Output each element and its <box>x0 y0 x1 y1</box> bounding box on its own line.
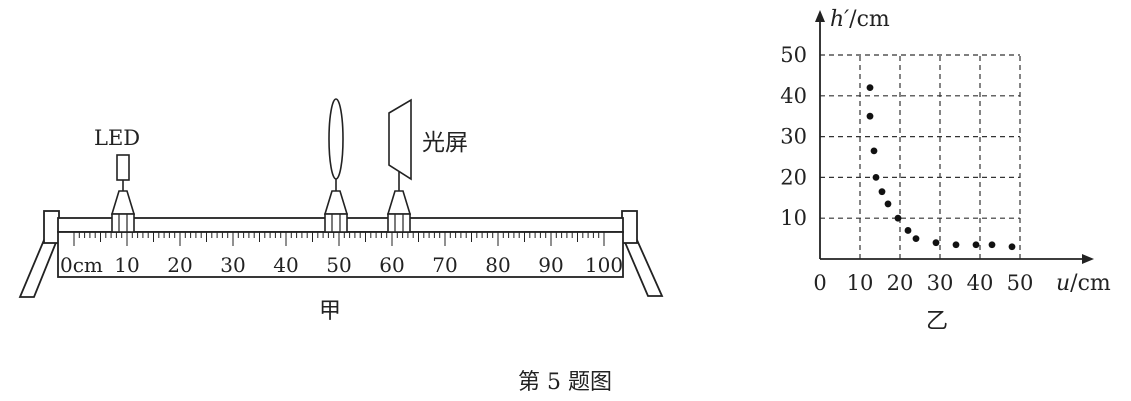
lens-holder <box>323 190 349 215</box>
led-holder <box>110 190 136 215</box>
ruler-ticks <box>73 232 605 246</box>
screen-panel <box>388 98 412 181</box>
ruler-label: 90 <box>538 253 563 277</box>
y-axis-symbol: h′ <box>830 7 849 32</box>
ruler-label: 20 <box>167 253 192 277</box>
convex-lens <box>323 98 349 233</box>
data-point <box>932 239 940 247</box>
lens-body <box>328 98 344 180</box>
ruler-label: 80 <box>485 253 510 277</box>
left-bench-leg <box>18 239 59 298</box>
data-point <box>952 241 960 249</box>
ruler-label: 50 <box>326 253 351 277</box>
chart-caption: 乙 <box>926 309 948 334</box>
y-axis-unit: /cm <box>849 7 890 32</box>
data-point <box>870 147 878 155</box>
x-tick-label: 20 <box>887 271 914 295</box>
data-point <box>904 227 912 234</box>
x-axis-arrow <box>1082 254 1094 264</box>
x-tick-label: 40 <box>967 271 994 295</box>
screen-holder-base <box>387 213 411 233</box>
data-point <box>866 112 874 120</box>
light-screen: 光屏 <box>386 98 468 233</box>
data-point <box>884 200 892 208</box>
ruler-labels: 0cm 10 20 30 40 50 60 70 80 90 100 <box>60 253 623 277</box>
x-axis-unit: /cm <box>1070 271 1111 296</box>
led-label: LED <box>94 126 140 150</box>
screen-holder <box>386 190 412 215</box>
x-tick-labels: 0 10 20 30 40 50 <box>813 271 1033 295</box>
x-tick-label: 0 <box>813 271 826 295</box>
ruler-label: 100 <box>585 253 623 277</box>
led-body <box>116 154 130 181</box>
y-tick-label: 30 <box>780 125 807 149</box>
x-tick-label: 10 <box>847 271 874 295</box>
data-point <box>866 84 874 92</box>
data-points <box>866 84 1016 251</box>
x-axis-label: u/cm <box>1056 271 1111 296</box>
ruler-label: 30 <box>220 253 245 277</box>
y-tick-labels: 10 20 30 40 50 <box>780 43 807 230</box>
apparatus-caption: 甲 <box>319 299 341 324</box>
right-bench-leg <box>622 239 664 297</box>
y-tick-label: 40 <box>780 84 807 108</box>
ruler-label-0cm: 0cm <box>60 253 103 277</box>
lens-holder-base <box>324 213 348 233</box>
data-point <box>912 235 920 243</box>
data-point <box>1008 243 1016 251</box>
data-point <box>988 241 996 249</box>
y-tick-label: 50 <box>780 43 807 67</box>
ruler-label: 40 <box>273 253 298 277</box>
led-holder-base <box>111 213 135 233</box>
y-axis-arrow <box>815 10 825 22</box>
y-tick-label: 20 <box>780 165 807 189</box>
data-point <box>972 241 980 249</box>
left-bench-end <box>43 210 60 244</box>
x-axis-symbol: u <box>1056 271 1070 296</box>
x-tick-label: 50 <box>1007 271 1034 295</box>
data-point <box>894 214 902 222</box>
ruler-label: 60 <box>379 253 404 277</box>
x-tick-label: 30 <box>927 271 954 295</box>
data-point <box>872 174 880 181</box>
y-axis-label: h′/cm <box>830 7 890 32</box>
data-point <box>878 188 886 196</box>
right-bench-end <box>621 210 638 244</box>
ruler-label: 70 <box>432 253 457 277</box>
screen-label: 光屏 <box>422 130 468 156</box>
y-tick-label: 10 <box>780 206 807 230</box>
plot-grid <box>820 54 1021 259</box>
ruler <box>57 231 624 278</box>
figure-caption: 第 5 题图 <box>518 370 612 395</box>
ruler-label: 10 <box>114 253 139 277</box>
led-source: LED <box>94 126 140 233</box>
